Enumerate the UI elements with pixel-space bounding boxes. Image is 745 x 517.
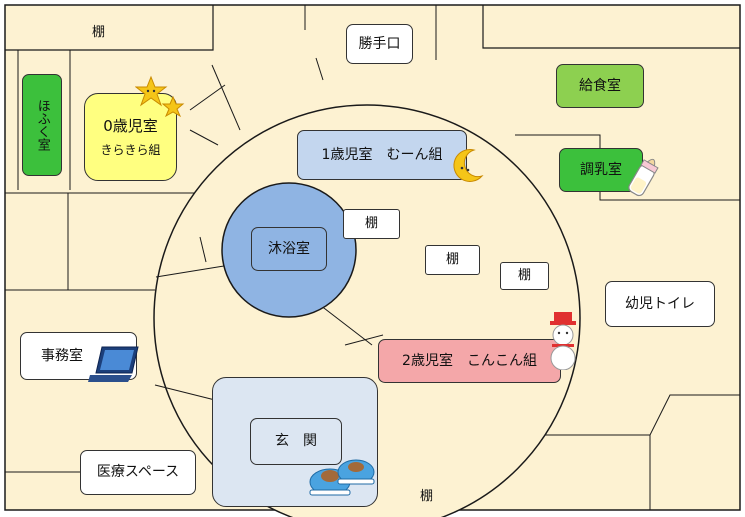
spoke-2 <box>211 64 241 131</box>
room-age1: 1歳児室 むーん組 <box>297 130 467 180</box>
spoke-9 <box>154 384 216 401</box>
room-age0-class: きらきら組 <box>100 143 161 158</box>
moon-icon <box>453 149 484 182</box>
room-age0: 0歳児室 きらきら組 <box>84 93 177 181</box>
shoes-icon <box>309 459 375 496</box>
kitchen-room: 給食室 <box>556 64 644 108</box>
toilet-room: 幼児トイレ <box>605 281 715 327</box>
room-age2: 2歳児室 こんこん組 <box>378 339 561 383</box>
shelf-label-top-left: 棚 <box>92 25 106 40</box>
shelf-right: 棚 <box>500 262 549 290</box>
entrance-label: 玄 関 <box>250 418 342 465</box>
spoke-4 <box>189 129 219 146</box>
wall-top-right <box>482 5 740 49</box>
spoke-5 <box>199 236 207 263</box>
medical-space: 医療スペース <box>80 450 196 495</box>
bath-room: 沐浴室 <box>251 227 327 271</box>
shelf-near-bath: 棚 <box>343 209 400 239</box>
spoke-6 <box>155 264 231 278</box>
laptop-icon <box>88 346 139 382</box>
baby-bottle-icon <box>628 158 659 197</box>
wall-right-b <box>545 394 740 436</box>
room-age0-name: 0歳児室 <box>103 116 158 135</box>
shelf-label-bottom: 棚 <box>420 489 434 504</box>
spoke-3 <box>315 57 324 81</box>
snowman-icon <box>550 312 576 370</box>
shelf-center: 棚 <box>425 245 480 275</box>
katteguchi-room: 勝手口 <box>346 24 413 64</box>
wall-top-left <box>5 5 214 51</box>
spoke-8 <box>344 334 384 346</box>
spoke-7 <box>319 304 373 346</box>
spoke-1 <box>189 84 226 111</box>
hofuku-room: ほふく室 <box>22 74 62 176</box>
star-icon <box>135 75 185 118</box>
milk-room: 調乳室 <box>559 148 643 192</box>
